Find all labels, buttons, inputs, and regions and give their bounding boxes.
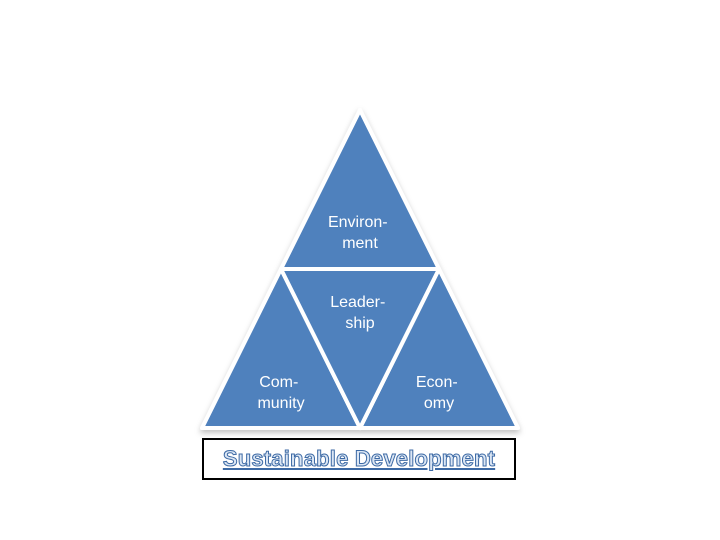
environment-label-line1: Environ- (328, 214, 388, 231)
environment-label-line2: ment (342, 235, 378, 252)
environment-label: Environ- ment (328, 214, 392, 252)
community-label-line1: Com- (259, 374, 298, 391)
leadership-label: Leader- ship (330, 294, 390, 332)
caption-box: Sustainable Development (202, 438, 516, 480)
caption-title: Sustainable Development (222, 446, 496, 472)
economy-label-line1: Econ- (416, 374, 458, 391)
leadership-label-line1: Leader- (330, 294, 385, 311)
leadership-label-line2: ship (345, 315, 374, 332)
triangle-leadership (279, 267, 441, 430)
economy-label: Econ- omy (416, 374, 462, 412)
community-label-line2: munity (257, 395, 304, 412)
community-label: Com- munity (257, 374, 304, 412)
economy-label-line2: omy (424, 395, 454, 412)
